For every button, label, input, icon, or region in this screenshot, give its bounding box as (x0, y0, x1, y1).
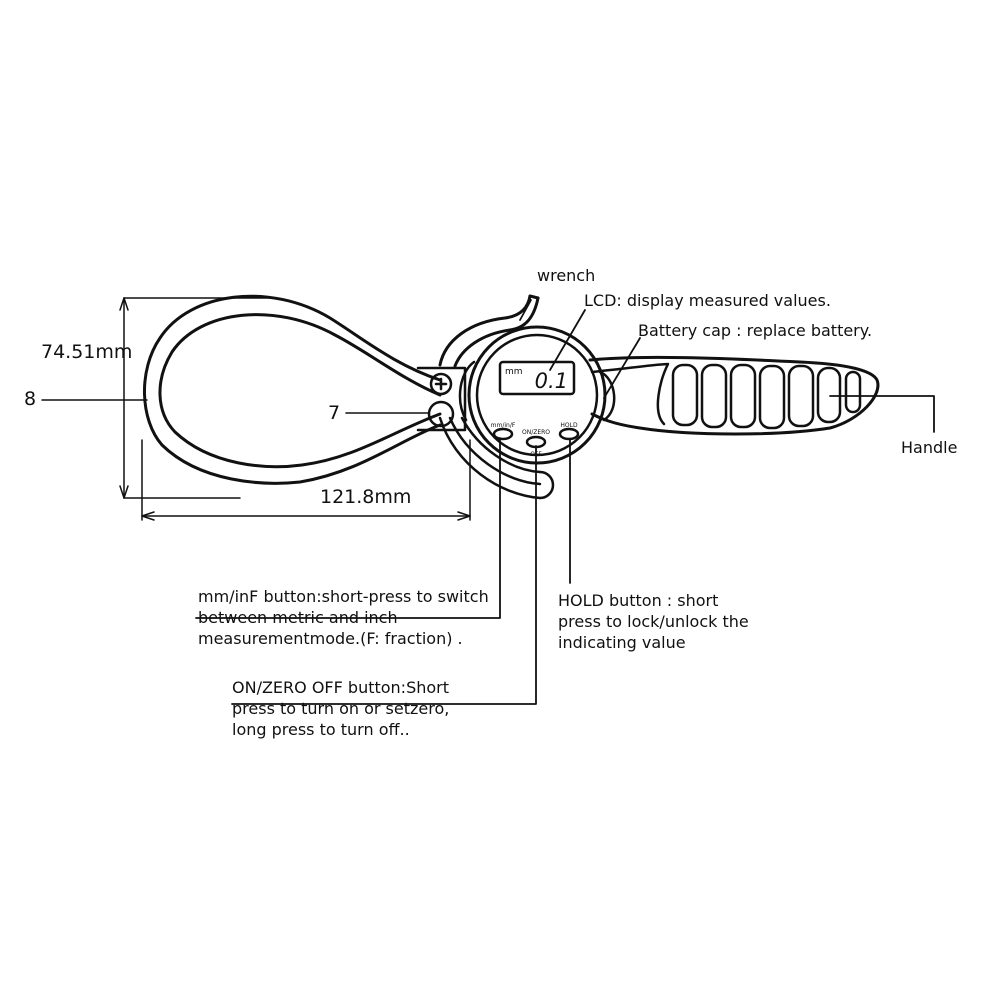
mm-inf-callout-line: mm/inF button:short-press to switch (198, 587, 489, 606)
mm-inf-callout-line: measurementmode.(F: fraction) . (198, 629, 463, 648)
on-zero-button-label: ON/ZERO (522, 429, 550, 436)
lcd-screen (498, 360, 576, 396)
hold-callout-line: HOLD button : short (558, 591, 719, 610)
hold-button (558, 427, 580, 441)
callout-leaders (195, 299, 935, 705)
on-zero-callout-line: long press to turn off.. (232, 720, 410, 739)
dimension-lines (41, 297, 471, 521)
handle-body (588, 355, 880, 436)
lever-arcs (438, 416, 555, 500)
wrench-callout: wrench (537, 266, 596, 285)
handle-callout: Handle (901, 438, 958, 457)
wrench-lever (438, 294, 540, 368)
dial-gauge (458, 325, 616, 465)
caliper-jaws (143, 294, 467, 485)
mm-inf-callout-line: between metric and inch (198, 608, 398, 627)
length-dimension-label: 121.8mm (320, 486, 412, 508)
hold-callout-line: press to lock/unlock the (558, 612, 749, 631)
mm-inf-button-label: mm/in/F (491, 422, 516, 429)
height-dimension-label: 74.51mm (41, 341, 133, 363)
on-zero-callout-line: ON/ZERO OFF button:Short (232, 678, 450, 697)
pivot-screw-7 (427, 400, 455, 428)
mm-inf-button (492, 427, 514, 441)
lcd-callout: LCD: display measured values. (584, 291, 831, 310)
lcd-value: 0.1 (535, 369, 568, 393)
hold-callout-line: indicating value (558, 633, 686, 652)
on-zero-button-sublabel: OFF (530, 451, 542, 458)
hold-button-label: HOLD (560, 422, 578, 429)
part-8-label: 8 (24, 388, 37, 410)
battery-cap-callout: Battery cap : replace battery. (638, 321, 873, 340)
on-zero-callout-line: press to turn on or setzero, (232, 699, 450, 718)
adjust-screw (429, 372, 453, 396)
part-7-label: 7 (328, 402, 341, 424)
lcd-unit: mm (505, 367, 523, 377)
